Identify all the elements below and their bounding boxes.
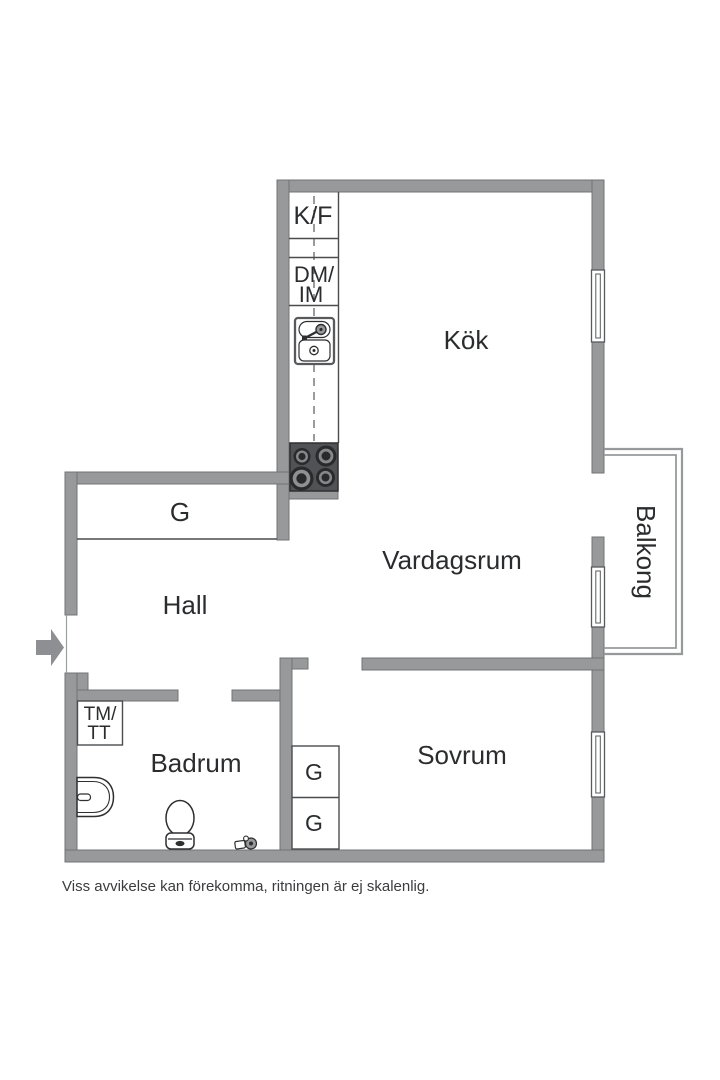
wall-right-segment-4 — [591, 626, 605, 733]
fridge-freezer-label: K/F — [294, 202, 333, 230]
room-label-hall: Hall — [163, 590, 208, 620]
drain-body — [234, 839, 246, 850]
window-icon — [590, 269, 606, 343]
balcony-railing-outer — [604, 447, 684, 656]
wardrobe-label-hall: G — [170, 497, 190, 527]
drain-dot — [249, 841, 253, 846]
toilet-bowl — [165, 799, 195, 837]
wall-top — [276, 179, 605, 193]
room-label-kitchen: Kök — [444, 325, 490, 355]
wall-right-segment-2 — [591, 341, 605, 474]
room-label-living-room: Vardagsrum — [382, 545, 522, 575]
drain-knob — [243, 835, 249, 842]
toilet-icon — [165, 799, 195, 850]
stove-burner — [289, 466, 314, 491]
kitchen-sink-icon — [293, 316, 336, 366]
dishwasher-label-line2: IM — [299, 282, 323, 307]
wall-bathroom-bedroom — [279, 657, 293, 851]
floor-drain-icon — [234, 835, 258, 850]
wall-left-lower — [64, 672, 78, 863]
washbasin-tap — [76, 793, 92, 802]
wardrobe-label-bedroom-1: G — [305, 759, 323, 785]
kitchen-counter — [289, 192, 340, 443]
sink-faucet-dot — [319, 327, 323, 332]
stove-burner — [316, 468, 335, 487]
wall-bedroom-door-stub — [291, 657, 309, 670]
wall-right-segment-1 — [591, 179, 605, 271]
wall-counter-end-stub — [288, 490, 339, 500]
entrance-arrow-icon — [36, 629, 64, 666]
room-label-balcony: Balkong — [631, 505, 661, 599]
wall-bathroom-top-left — [76, 689, 179, 702]
wall-bottom — [64, 849, 605, 863]
dishwasher-label-line1: DM/ — [294, 262, 335, 287]
disclaimer-text: Viss avvikelse kan förekomma, ritningen … — [62, 878, 429, 895]
stove-icon — [289, 442, 339, 492]
washer-label-line1: TM/ — [84, 704, 117, 725]
wardrobe-label-bedroom-2: G — [305, 810, 323, 836]
toilet-button — [175, 840, 185, 847]
wall-left-upper — [64, 471, 78, 616]
room-label-bathroom: Badrum — [150, 748, 241, 778]
washbasin-outline — [76, 776, 115, 818]
sink-drain-dot — [312, 349, 316, 352]
sink-tap-knob — [302, 335, 307, 341]
washer-label-line2: TT — [87, 723, 111, 744]
stove-burner — [315, 445, 337, 467]
balcony-railing-inner — [604, 454, 677, 649]
washbasin-icon — [76, 776, 115, 818]
balcony-railing — [604, 447, 684, 656]
walls — [64, 179, 605, 863]
wall-right-segment-3 — [591, 536, 605, 568]
wall-kitchen-left — [276, 179, 290, 541]
window-icon — [590, 566, 606, 628]
laundry-closet-box — [76, 700, 124, 746]
stove-burner — [293, 448, 311, 465]
wall-hall-top — [64, 471, 290, 485]
room-label-bedroom: Sovrum — [417, 740, 507, 770]
washbasin-inner — [77, 780, 111, 814]
wall-living-bedroom — [361, 657, 605, 671]
window-icon — [590, 731, 606, 798]
